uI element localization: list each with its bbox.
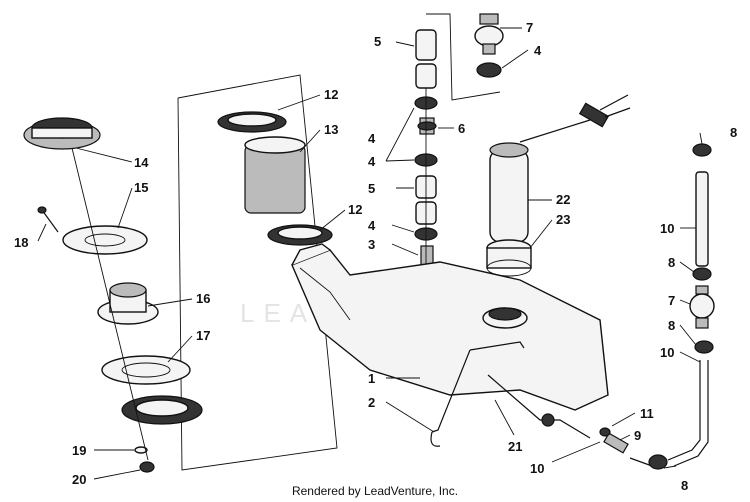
bracket-2: [430, 341, 525, 447]
callout-4-a: 4: [368, 154, 376, 169]
gas-cap-14: [23, 117, 101, 150]
callout-8-c: 8: [668, 318, 675, 333]
callout-7-top: 7: [526, 20, 533, 35]
callout-7-right: 7: [668, 293, 675, 308]
callout-13: 13: [324, 122, 338, 137]
callout-8-bottom: 8: [681, 478, 688, 493]
callout-4-b: 4: [368, 131, 376, 146]
callout-8-b: 8: [668, 255, 675, 270]
callout-2: 2: [368, 395, 375, 410]
fuel-tank-1: [291, 243, 609, 411]
callout-12-upper: 12: [324, 87, 338, 102]
nut-20: [139, 461, 155, 473]
clamp-8-c: [692, 267, 712, 281]
callout-11: 11: [640, 406, 654, 421]
base-ring: [121, 395, 203, 425]
callout-10-mid: 10: [660, 345, 674, 360]
callout-16: 16: [196, 291, 210, 306]
screw-18: [37, 206, 59, 233]
sender-wire: [519, 94, 631, 143]
pickup-tube-21: [487, 374, 591, 439]
callout-1: 1: [368, 371, 375, 386]
callout-15: 15: [134, 180, 148, 195]
fuel-filter-7-right: [689, 285, 715, 329]
gasket-15: [62, 225, 148, 255]
fitting-9: [603, 432, 629, 454]
callout-22: 22: [556, 192, 570, 207]
callout-23: 23: [556, 212, 570, 227]
filler-neck-16: [97, 282, 159, 325]
callout-14: 14: [134, 155, 149, 170]
washer-19: [134, 446, 148, 454]
filter-13: [244, 136, 306, 214]
callout-18: 18: [14, 235, 28, 250]
callout-19: 19: [72, 443, 86, 458]
gasket-17: [101, 355, 191, 385]
fuel-filter-7-top: [474, 13, 504, 55]
fitting-11: [599, 427, 611, 437]
hose-10-lower: [629, 457, 653, 467]
callout-21: 21: [508, 439, 522, 454]
fitting-6: [417, 117, 437, 135]
callout-12-lower: 12: [348, 202, 362, 217]
footer-credit: Rendered by LeadVenture, Inc.: [291, 484, 459, 498]
clamp-12-upper: [217, 111, 287, 133]
clamp-4-d: [476, 62, 502, 78]
hose-5-upper: [415, 29, 437, 89]
clamp-12-lower: [267, 224, 333, 246]
callout-5-lower: 5: [368, 181, 375, 196]
fuel-line-right: [667, 360, 709, 467]
callout-4-c: 4: [368, 218, 376, 233]
callout-10-bottom: 10: [530, 461, 544, 476]
callout-5-upper: 5: [374, 34, 381, 49]
group-bracket-top: [426, 13, 501, 101]
callout-3: 3: [368, 237, 375, 252]
callout-20: 20: [72, 472, 86, 487]
hose-10-upper: [695, 171, 709, 267]
fuel-sender-22: [489, 142, 529, 243]
callout-10-upper: 10: [660, 221, 674, 236]
leader-lines: [37, 27, 703, 480]
clamp-8-d: [694, 340, 714, 354]
callout-4-d: 4: [534, 43, 542, 58]
callout-8-top: 8: [730, 125, 737, 140]
callout-9: 9: [634, 428, 641, 443]
callout-17: 17: [196, 328, 210, 343]
sender-gasket-23: [486, 239, 532, 277]
callout-6: 6: [458, 121, 465, 136]
stack-centerline: [71, 147, 149, 461]
clamp-8-a: [692, 143, 712, 157]
group-bracket-left: [177, 74, 338, 471]
clamp-8-bottom: [648, 454, 668, 470]
